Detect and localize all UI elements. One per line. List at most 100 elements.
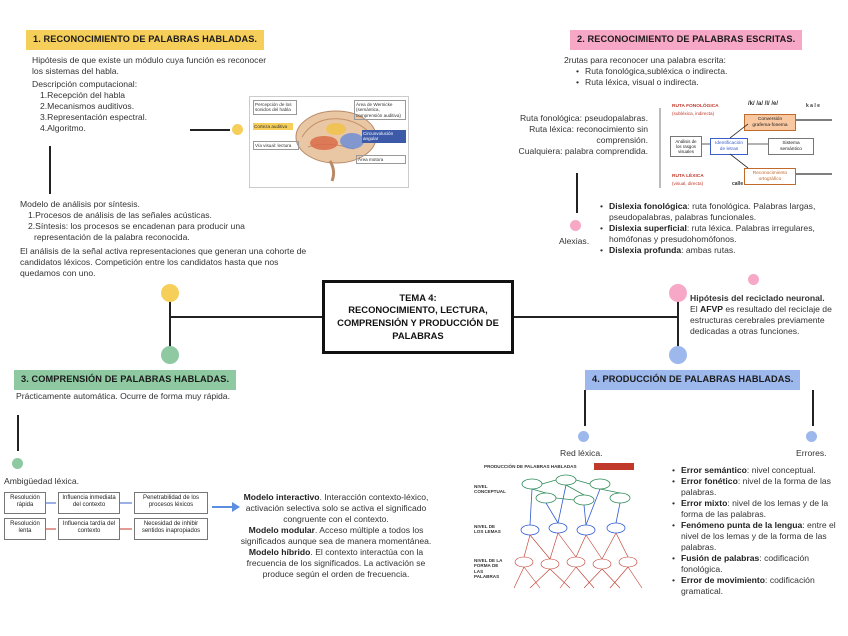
dual-route-diagram: RUTA FONOLÓGICA (subléxica, indirecta) /…: [650, 98, 842, 194]
brain-label: Área de Wernicke (semántica, comprensión…: [354, 100, 406, 120]
s2-route-examples: Ruta fonológica: pseudopalabras. Ruta lé…: [486, 113, 648, 157]
central-topic-title: TEMA 4:: [399, 291, 437, 303]
s1-steps-list: 1.Recepción del habla 2.Mecanismos audit…: [40, 90, 147, 134]
connector-right: [514, 316, 678, 318]
s2-alexias-label: Alexias.: [559, 236, 590, 246]
route-label: calle: [732, 181, 744, 187]
s4-red-lexica-label: Red léxica.: [560, 448, 603, 458]
dyslexia-item: Dislexia superficial: ruta léxica. Palab…: [600, 223, 844, 245]
s1-model-title: Modelo de análisis por síntesis.: [20, 199, 140, 210]
central-topic-box: TEMA 4: RECONOCIMIENTO, LECTURA, COMPREN…: [322, 280, 514, 354]
s1-model-item: 2.Síntesis: los procesos se encadenan pa…: [28, 221, 245, 242]
ambiguity-cell: Influencia tardía del contexto: [58, 518, 120, 540]
section1-header: 1. RECONOCIMIENTO DE PALABRAS HABLADAS.: [26, 30, 265, 50]
network-illustration: [513, 463, 643, 589]
s2-route-example: Cualquiera: palabra comprendida.: [518, 146, 648, 156]
dyslexia-item: Dislexia fonológica: ruta fonológica. Pa…: [600, 201, 844, 223]
connector-left-vertical: [169, 296, 171, 351]
s1-intro: Hipótesis de que existe un módulo cuya f…: [32, 55, 267, 76]
route-label: (visual, directa): [672, 181, 704, 186]
brain-label: Circunvolución angular: [362, 130, 406, 143]
model-item: Modelo interactivo. Interacción contexto…: [243, 492, 429, 524]
s2-route-item: Ruta léxica, visual o indirecta.: [576, 77, 727, 88]
s2-routes-list: Ruta fonológica,subléxica o indirecta. R…: [576, 66, 727, 88]
s1-step: 4.Algoritmo.: [40, 123, 86, 133]
ambiguity-cell: Necesidad de inhibir sentidos inapropiad…: [134, 518, 208, 540]
central-topic-subtitle: RECONOCIMIENTO, LECTURA, COMPRENSIÓN Y P…: [337, 304, 499, 341]
section2-header: 2. RECONOCIMIENTO DE PALABRAS ESCRITAS.: [570, 30, 803, 50]
s4-small-dot-2: [806, 431, 817, 442]
s2-small-dot-2: [748, 274, 759, 285]
recycling-title: Hipótesis del reciclado neuronal.: [690, 293, 825, 303]
s2-dyslexia-list: Dislexia fonológica: ruta fonológica. Pa…: [600, 201, 844, 256]
s2-connector-alexias: [576, 173, 578, 213]
s1-model-note: El análisis de la señal activa represent…: [20, 246, 307, 278]
ambiguity-cell: Penetrabilidad de los procesos léxicos: [134, 492, 208, 514]
brain-figure: Percepción de los sonidos del habla Área…: [249, 96, 409, 188]
ambiguity-cell: Resolución rápida: [4, 492, 46, 514]
brain-label: Percepción de los sonidos del habla: [253, 100, 297, 115]
route-label: k a l e: [806, 103, 820, 109]
ambiguity-arrows: [46, 502, 132, 530]
recycling-text: El AFVP es resultado del reciclaje de es…: [690, 304, 832, 336]
s1-connector-to-figure: [190, 129, 230, 131]
error-item: Fenómeno punta de la lengua: entre el ni…: [672, 520, 844, 553]
s2-intro: 2rutas para reconocer una palabra escrit…: [564, 55, 726, 65]
dyslexia-item: Dislexia profunda: ambas rutas.: [600, 245, 844, 256]
identification-box: Identificación de letras: [710, 138, 748, 156]
orthographic-box: Reconocimiento ortográfico: [744, 168, 796, 186]
s3-connector-down: [17, 415, 19, 451]
s4-connector-left: [584, 390, 586, 426]
green-node-dot: [161, 346, 179, 364]
s1-model-title-text: Modelo de análisis por síntesis.: [20, 199, 140, 209]
s4-connector-right: [812, 390, 814, 426]
s1-step: 2.Mecanismos auditivos.: [40, 101, 135, 111]
pink-node-dot: [669, 284, 687, 302]
s1-model-item: 1.Procesos de análisis de las señales ac…: [28, 210, 212, 220]
s3-models: Modelo interactivo. Interacción contexto…: [238, 492, 434, 580]
s4-errors-list: Error semántico: nivel conceptual. Error…: [672, 465, 844, 597]
ambiguity-cell: Resolución lenta: [4, 518, 46, 540]
network-level-label: NIVEL DE LOS LEMAS: [474, 524, 501, 535]
semantic-box: Sistema semántico: [768, 138, 814, 156]
s1-model-items: 1.Procesos de análisis de las señales ac…: [28, 210, 300, 243]
yellow-node-dot: [161, 284, 179, 302]
error-item: Error semántico: nivel conceptual.: [672, 465, 844, 476]
error-item: Error de movimiento: codificación gramat…: [672, 575, 844, 597]
conversion-box: Conversión grafema-fonema: [744, 114, 796, 132]
s2-recycling: Hipótesis del reciclado neuronal. El AFV…: [690, 293, 840, 337]
network-title: PRODUCCIÓN DE PALABRAS HABLADAS: [484, 464, 577, 469]
s1-small-dot: [232, 124, 243, 135]
error-item: Fusión de palabras: codificación fonológ…: [672, 553, 844, 575]
s2-small-dot: [570, 220, 581, 231]
s2-route-example: Ruta fonológica: pseudopalabras.: [519, 113, 648, 123]
brain-illustration: [295, 110, 377, 182]
s3-small-dot: [12, 458, 23, 469]
route-label: /k/ /a/ /l/ /e/: [748, 101, 779, 107]
s2-route-item: Ruta fonológica,subléxica o indirecta.: [576, 66, 727, 77]
brain-label: Corteza auditiva: [253, 123, 293, 131]
s3-intro: Prácticamente automática. Ocurre de form…: [16, 391, 230, 401]
route-label: (subléxica, indirecta): [672, 111, 715, 116]
brain-label: Vía visual: lectura: [253, 141, 299, 151]
error-item: Error mixto: nivel de los lemas y de la …: [672, 498, 844, 520]
network-level-label: NIVEL CONCEPTUAL: [474, 484, 506, 495]
blue-node-dot: [669, 346, 687, 364]
section3-header: 3. COMPRENSIÓN DE PALABRAS HABLADAS.: [14, 370, 237, 390]
s2-route-example: Ruta léxica: reconocimiento sin comprens…: [529, 124, 648, 145]
s4-errores-label: Errores.: [796, 448, 827, 458]
right-arrow-icon: [212, 502, 240, 512]
s1-desc-label: Descripción computacional:: [32, 79, 138, 89]
brain-label: Área motora: [356, 155, 406, 165]
lexical-network-figure: PRODUCCIÓN DE PALABRAS HABLADAS NIVEL CO…: [470, 462, 648, 590]
visual-analysis-box: Análisis de los rasgos visuales: [670, 136, 702, 158]
route-label: RUTA LÉXICA: [672, 174, 704, 179]
s1-step: 3.Representación espectral.: [40, 112, 148, 122]
network-level-label: NIVEL DE LA FORMA DE LAS PALABRAS: [474, 558, 503, 579]
model-item: Modelo híbrido. El contexto interactúa c…: [246, 547, 426, 579]
section4-header: 4. PRODUCCIÓN DE PALABRAS HABLADAS.: [585, 370, 801, 390]
route-label: RUTA FONOLÓGICA: [672, 104, 719, 109]
ambiguity-cell: Influencia inmediata del contexto: [58, 492, 120, 514]
s4-small-dot: [578, 431, 589, 442]
error-item: Error fonético: nivel de la forma de las…: [672, 476, 844, 498]
